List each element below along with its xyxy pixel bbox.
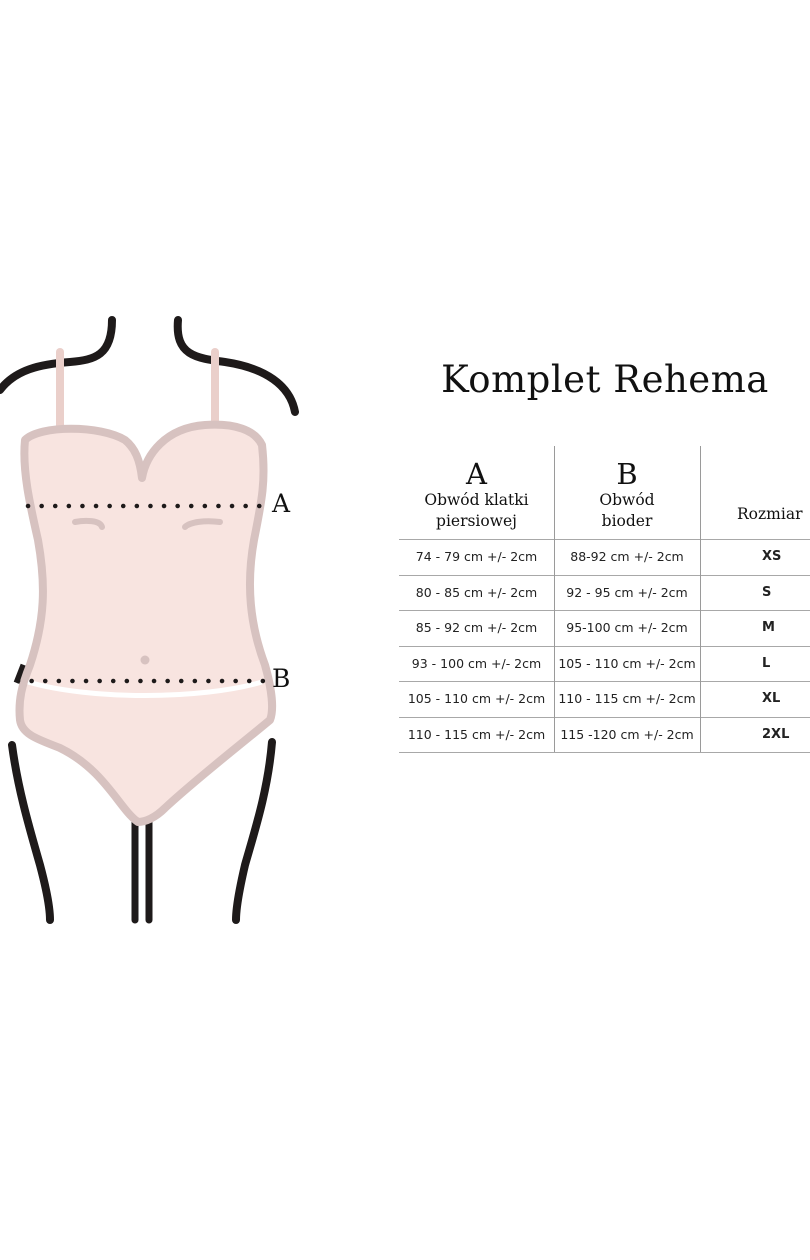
cell-hips: 115 -120 cm +/- 2cm [560, 726, 694, 742]
label-a: A [272, 489, 291, 518]
cell-chest: 74 - 79 cm +/- 2cm [415, 549, 538, 564]
header-hips-line2: bioder [601, 512, 653, 530]
header-chest-line2: piersiowej [436, 512, 517, 530]
header-size: Rozmiar [700, 446, 810, 539]
cell-size: 2XL [762, 726, 790, 742]
header-hips: B Obwód bioder [554, 446, 700, 539]
cell-hips: 110 - 115 cm +/- 2cm [558, 691, 696, 706]
table-row: 74 - 79 cm +/- 2cm 88-92 cm +/- 2cm XS [399, 539, 810, 575]
column-divider-1 [554, 446, 555, 752]
right-shoulder-line [173, 316, 299, 416]
cell-hips: 88-92 cm +/- 2cm [570, 549, 684, 564]
left-leg-line [8, 741, 54, 924]
table-row: 93 - 100 cm +/- 2cm 105 - 110 cm +/- 2cm L [399, 645, 810, 682]
header-hips-line1: Obwód [599, 491, 655, 509]
cell-chest: 105 - 110 cm +/- 2cm [407, 691, 546, 706]
table-row: 80 - 85 cm +/- 2cm 92 - 95 cm +/- 2cm S [399, 574, 810, 611]
bodysuit-shape [15, 420, 277, 826]
table-header: A Obwód klatki piersiowej B Obwód bioder… [399, 446, 810, 539]
page-title: Komplet Rehema [441, 358, 769, 401]
cell-chest: 93 - 100 cm +/- 2cm [411, 655, 542, 671]
table-row: 110 - 115 cm +/- 2cm 115 -120 cm +/- 2cm 2… [399, 716, 810, 753]
cell-size: XS [762, 549, 782, 564]
header-letter-a: A [466, 457, 487, 491]
cell-hips: 95-100 cm +/- 2cm [566, 620, 688, 635]
cell-hips: 92 - 95 cm +/- 2cm [566, 584, 688, 600]
cell-chest: 80 - 85 cm +/- 2cm [415, 584, 538, 600]
cell-size: M [762, 620, 775, 635]
left-shoulder-line [0, 316, 116, 394]
label-b: B [272, 664, 291, 693]
cell-chest: 85 - 92 cm +/- 2cm [415, 620, 538, 635]
cell-size: XL [762, 691, 781, 706]
header-letter-b: B [616, 457, 638, 491]
right-leg-line [232, 738, 276, 924]
header-chest: A Obwód klatki piersiowej [399, 446, 554, 539]
cell-size: S [762, 584, 772, 600]
size-table: A Obwód klatki piersiowej B Obwód bioder… [399, 446, 810, 753]
body-measurement-figure [0, 316, 299, 924]
table-body: 74 - 79 cm +/- 2cm 88-92 cm +/- 2cm XS 80 -… [399, 539, 810, 753]
column-divider-2 [700, 446, 701, 752]
cell-size: L [762, 655, 771, 671]
table-row: 85 - 92 cm +/- 2cm 95-100 cm +/- 2cm M [399, 610, 810, 646]
table-row: 105 - 110 cm +/- 2cm 110 - 115 cm +/- 2cm… [399, 681, 810, 717]
header-size-label: Rozmiar [737, 505, 803, 523]
cell-chest: 110 - 115 cm +/- 2cm [407, 726, 546, 742]
navel [140, 655, 150, 665]
header-chest-line1: Obwód klatki [424, 491, 529, 509]
cell-hips: 105 - 110 cm +/- 2cm [558, 655, 696, 671]
